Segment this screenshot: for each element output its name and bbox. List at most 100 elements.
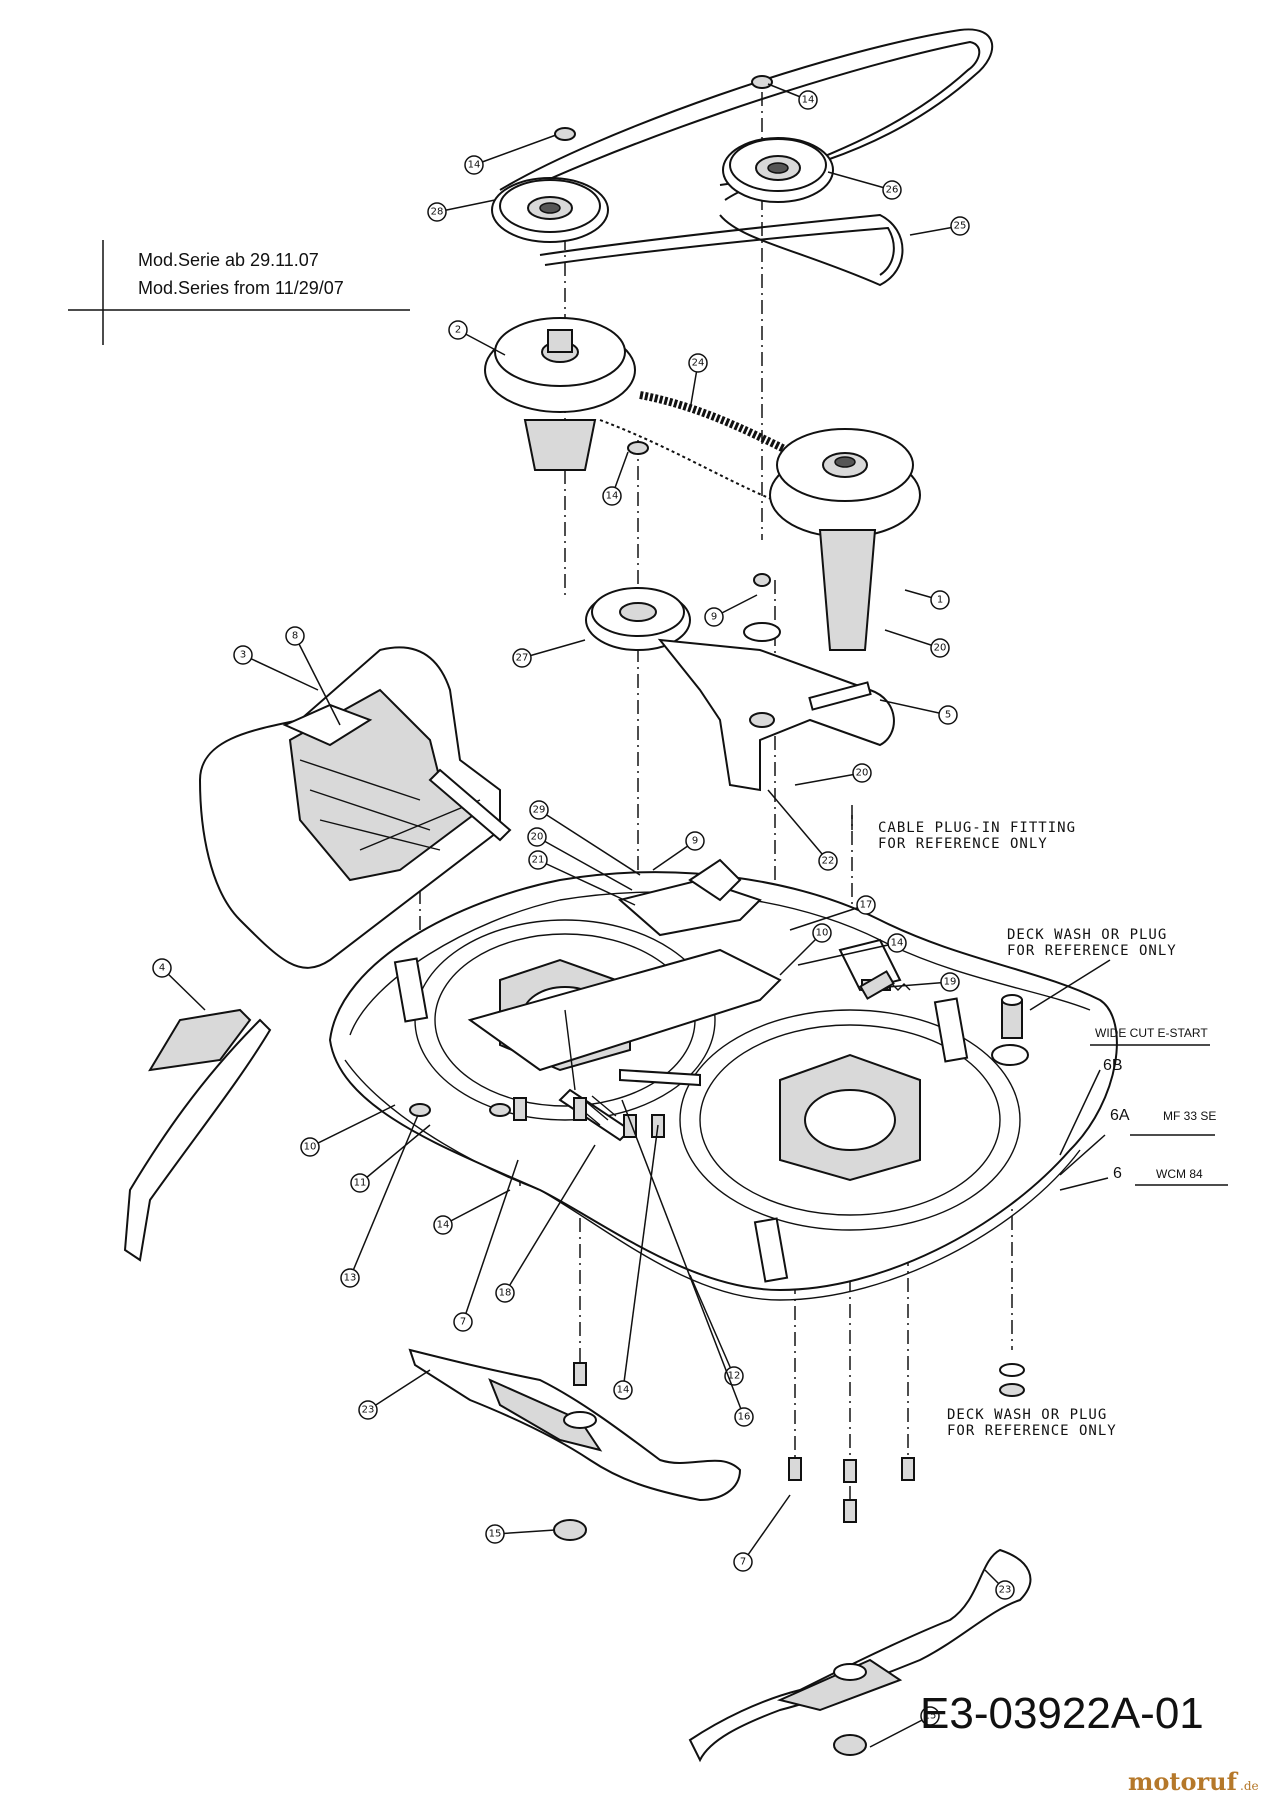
callout-circle — [427, 202, 447, 222]
callout-label: 11 — [354, 1178, 367, 1189]
callout-circle — [453, 1312, 473, 1332]
brand-logo: motoruf — [1128, 1767, 1239, 1796]
idler-assembly — [585, 587, 895, 792]
callout-leader — [621, 1099, 745, 1418]
callout-label: 4 — [159, 963, 165, 974]
spindle-1 — [769, 428, 921, 651]
cable-plug-note-line-2: FOR REFERENCE ONLY — [878, 836, 1048, 852]
callout-leader — [689, 1274, 735, 1377]
callout-label: 7 — [460, 1317, 466, 1328]
callout-14: 14 — [613, 1124, 659, 1400]
callout-circle — [464, 155, 484, 175]
callout-leader — [494, 1529, 556, 1535]
callout-leader — [537, 859, 636, 906]
upper-belt-assembly — [491, 28, 994, 287]
callout-circle — [300, 1137, 320, 1157]
callout-label: 15 — [924, 1711, 937, 1722]
callout-label: 7 — [740, 1557, 746, 1568]
callout-leader — [521, 639, 586, 659]
spindle-2 — [484, 317, 636, 471]
callout-leader — [538, 809, 641, 876]
callout-circle — [882, 180, 902, 200]
callout-label: 3 — [240, 650, 246, 661]
callout-label: 12 — [728, 1371, 741, 1382]
callout-layer: 1414282625224141209273852022292021917101… — [152, 83, 1015, 1748]
callout-23: 23 — [984, 1569, 1015, 1600]
callout-13: 13 — [340, 1114, 419, 1288]
callout-9: 9 — [652, 831, 705, 871]
callout-12: 12 — [689, 1274, 744, 1386]
belt-cover-3 — [198, 646, 512, 969]
callout-label: 25 — [954, 221, 967, 232]
drawing-code: E3-03922A-01 — [920, 1689, 1204, 1738]
callout-19: 19 — [887, 972, 960, 992]
callout-leader — [622, 1124, 659, 1391]
callout-circle — [340, 1268, 360, 1288]
model-series-bracket — [68, 240, 410, 345]
callout-circle — [798, 90, 818, 110]
callout-label: 10 — [816, 928, 829, 939]
callout-8: 8 — [285, 626, 341, 726]
bolts-and-nuts — [409, 1097, 915, 1523]
note-leaders — [851, 815, 1111, 1011]
callout-label: 20 — [531, 832, 544, 843]
callout-2: 2 — [448, 320, 506, 356]
callout-10: 10 — [300, 1104, 396, 1157]
callout-circle — [930, 638, 950, 658]
callout-label: 20 — [856, 768, 869, 779]
callout-label: 27 — [516, 653, 529, 664]
deck-wash-bottom-line-1: DECK WASH OR PLUG — [947, 1407, 1107, 1423]
callout-leader — [161, 967, 206, 1011]
callout-11: 11 — [350, 1124, 431, 1193]
callout-22: 22 — [767, 789, 838, 871]
callout-circle — [485, 1524, 505, 1544]
callout-circle — [448, 320, 468, 340]
callout-label: 2 — [455, 325, 461, 336]
callout-circle — [688, 353, 708, 373]
callout-27: 27 — [512, 639, 586, 668]
callout-leader — [359, 1124, 431, 1184]
callout-label: 16 — [738, 1412, 751, 1423]
model-series-line-1: Mod.Serie ab 29.11.07 — [138, 250, 319, 270]
callout-circle — [602, 486, 622, 506]
blade-23-left — [408, 1348, 742, 1541]
callout-circle — [529, 800, 549, 820]
callout-circle — [812, 923, 832, 943]
callout-leader — [869, 1715, 931, 1748]
callout-label: 19 — [944, 977, 957, 988]
callout-16: 16 — [621, 1099, 754, 1427]
callout-label: 9 — [711, 612, 717, 623]
callout-29: 29 — [529, 800, 641, 876]
callout-20: 20 — [794, 763, 872, 786]
callout-label: 9 — [692, 836, 698, 847]
callout-label: 24 — [692, 358, 705, 369]
callout-circle — [285, 626, 305, 646]
callout-circle — [495, 1283, 515, 1303]
variant-6-name: WCM 84 — [1156, 1167, 1203, 1181]
variant-6a-name: MF 33 SE — [1163, 1109, 1216, 1123]
callout-leader — [309, 1104, 396, 1148]
callout-label: 15 — [489, 1529, 502, 1540]
callout-circle — [733, 1552, 753, 1572]
callout-label: 8 — [292, 631, 298, 642]
nut-14-upper — [554, 75, 773, 141]
callout-leader — [827, 171, 893, 191]
spindle-assembly — [484, 317, 921, 651]
deck-wash-fitting — [999, 994, 1025, 1397]
callout-10: 10 — [779, 923, 832, 976]
callout-14: 14 — [433, 1189, 511, 1235]
callout-label: 1 — [937, 595, 943, 606]
callout-21: 21 — [528, 850, 636, 906]
callout-leader — [442, 1189, 511, 1226]
callout-label: 10 — [304, 1142, 317, 1153]
callout-25: 25 — [909, 216, 970, 236]
callout-circle — [734, 1407, 754, 1427]
callout-9: 9 — [704, 594, 758, 627]
callout-circle — [613, 1380, 633, 1400]
callout-leader — [536, 836, 633, 891]
callout-leader — [462, 1159, 519, 1323]
callout-label: 5 — [945, 710, 951, 721]
callout-4: 4 — [152, 958, 206, 1011]
callout-leader — [367, 1369, 431, 1411]
